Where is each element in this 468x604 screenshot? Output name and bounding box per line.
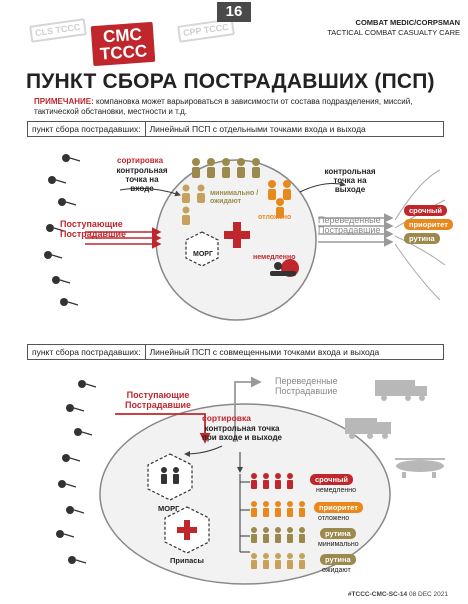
s1-checkpoint-out: контрольная точка на выходе: [324, 167, 376, 194]
legend-routine: рутина: [404, 233, 440, 244]
section2-diagram: [56, 376, 445, 585]
section1-bar-label: пункт сбора пострадавших:: [28, 122, 146, 136]
footer-date: 08 DEC 2021: [408, 591, 448, 598]
note-text: компановка может варьироваться в зависим…: [34, 97, 413, 116]
s2-sort-label: сортировка: [202, 413, 251, 423]
header-course-subtitle: TACTICAL COMBAT CASUALTY CARE: [327, 28, 460, 37]
s2-outgoing-label: Переведенные Пострадавшие: [275, 376, 338, 396]
header-course-title: COMBAT MEDIC/CORPSMAN: [355, 18, 460, 27]
cmc-tccc-badge: CMC TCCC: [90, 21, 156, 67]
page-title: ПУНКТ СБОРА ПОСТРАДАВШИХ (ПСП): [26, 70, 435, 93]
s2-morgue-label: МОРГ: [158, 504, 180, 513]
section2-bar: пункт сбора пострадавших:Линейный ПСП с …: [27, 344, 444, 360]
note: ПРИМЕЧАНИЕ: компановка может варьировать…: [34, 97, 434, 117]
s2-row-routine-sub: минимально: [318, 541, 359, 548]
s1-morgue-label: МОРГ: [193, 251, 213, 258]
s1-delayed-label: отложено: [258, 214, 292, 221]
s1-minimal-label: минимально /ожидают: [210, 190, 259, 205]
section1-diagram: [44, 154, 446, 321]
legend-priority: приоритет: [404, 219, 453, 230]
section2-bar-value: Линейный ПСП с совмещенными точками вход…: [149, 347, 380, 357]
footer: #TCCC-CMC-SC-14 08 DEC 2021: [348, 591, 448, 598]
s2-incoming-label: Поступающие Пострадавшие: [124, 390, 192, 410]
s2-row-urgent-sub: немедленно: [316, 487, 356, 494]
s1-outgoing-label: Переведенные Пострадавшие: [318, 215, 381, 235]
footer-code: #TCCC-CMC-SC-14: [347, 591, 408, 598]
page-number: 16: [217, 2, 251, 22]
s2-row-urgent-pill: срочный: [310, 474, 354, 485]
section1-bar: пункт сбора пострадавших:Линейный ПСП с …: [27, 121, 444, 137]
section2-bar-label: пункт сбора пострадавших:: [28, 345, 146, 359]
s2-supplies-label: Припасы: [170, 556, 204, 565]
s1-immediate-label: немедленно: [253, 254, 296, 261]
s2-row-waiting-sub: ожидают: [322, 567, 351, 574]
s1-incoming-label: Поступающие Пострадавшие: [60, 219, 127, 239]
cls-tccc-badge: CLS TCCC: [29, 18, 87, 43]
s2-row-routine-pill: рутина: [320, 528, 356, 539]
s2-checkpoint-label: контрольная точка при входе и выходе: [201, 424, 282, 442]
s2-row-priority-pill: приоритет: [314, 502, 363, 513]
note-label: ПРИМЕЧАНИЕ:: [34, 97, 94, 106]
legend-urgent: срочный: [404, 205, 448, 216]
s2-row-priority-sub: отложено: [318, 515, 350, 522]
s2-row-waiting-pill: рутина: [320, 554, 356, 565]
s1-sort-label: сортировка: [117, 156, 164, 165]
section1-bar-value: Линейный ПСП с отдельными точками входа …: [149, 124, 366, 134]
s1-checkpoint-in: контрольная точка на входе: [116, 166, 168, 193]
